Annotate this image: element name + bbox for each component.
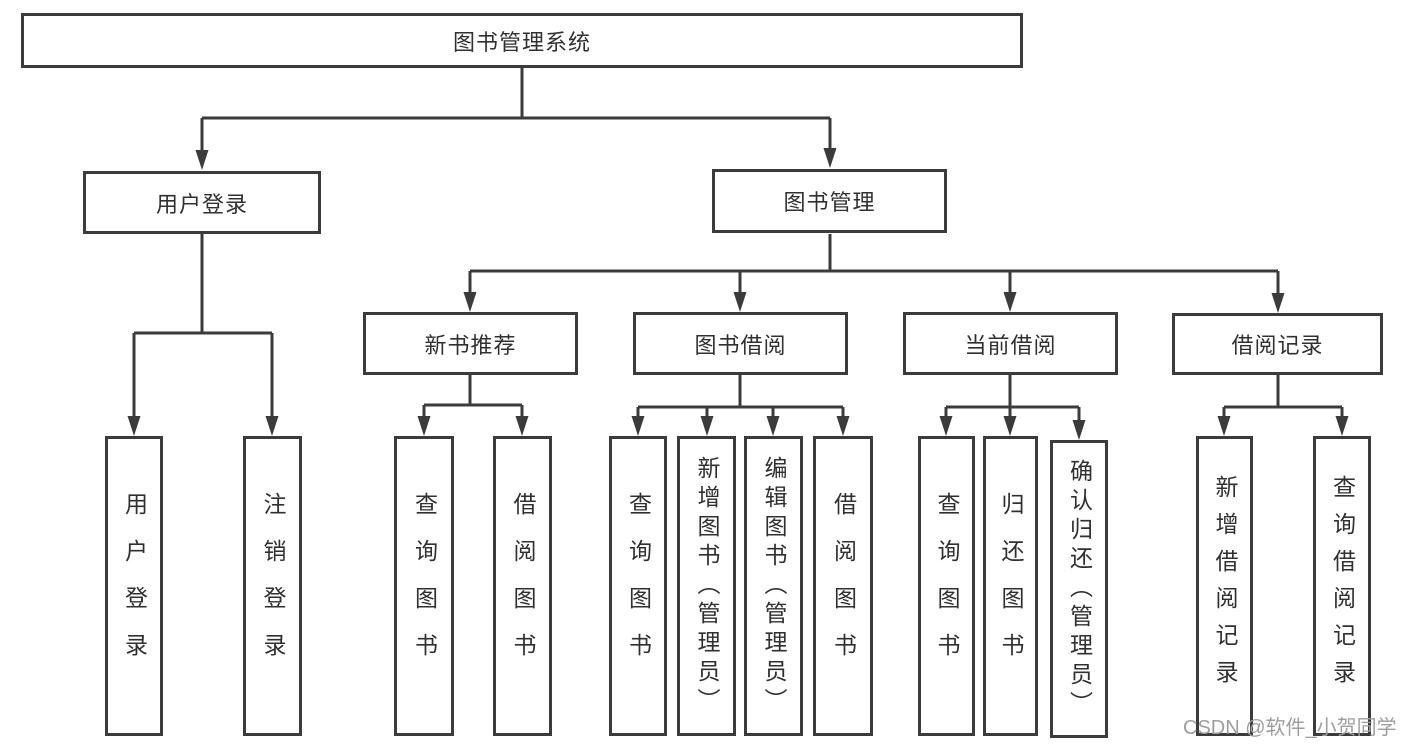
node-book-borrow: 图书借阅 <box>633 312 848 375</box>
leaf-user-login: 用户登录 <box>105 436 163 736</box>
arrowhead <box>1217 416 1231 436</box>
arrowhead <box>733 292 747 312</box>
leaf-add-book-admin: 新增图书（管理员） <box>677 436 736 736</box>
leaf-edit-book-admin: 编辑图书（管理员） <box>744 436 803 736</box>
arrowhead <box>463 292 477 312</box>
leaf-return-book: 归还图书 <box>983 436 1038 736</box>
leaf-query-book: 查询图书 <box>918 436 975 736</box>
leaf-add-borrow-record: 新增借阅记录 <box>1196 436 1253 736</box>
arrowhead <box>1003 416 1017 436</box>
arrowhead <box>1335 416 1349 436</box>
arrowhead <box>1271 293 1285 313</box>
node-user-login: 用户登录 <box>83 171 321 234</box>
node-new-book-recommend: 新书推荐 <box>363 312 578 375</box>
arrowhead <box>766 416 780 436</box>
arrowhead <box>195 150 209 170</box>
node-book-management: 图书管理 <box>712 169 947 233</box>
arrowhead <box>265 416 279 436</box>
node-root: 图书管理系统 <box>21 13 1023 68</box>
leaf-query-book: 查询图书 <box>394 436 454 736</box>
arrowhead <box>417 416 431 436</box>
arrowhead <box>631 416 645 436</box>
node-current-borrow: 当前借阅 <box>903 312 1118 375</box>
arrowhead <box>939 416 953 436</box>
arrowhead <box>700 416 714 436</box>
leaf-query-borrow-record: 查询借阅记录 <box>1313 436 1371 736</box>
arrowhead <box>823 148 837 168</box>
arrowhead <box>836 416 850 436</box>
leaf-logout: 注销登录 <box>243 436 302 736</box>
csdn-watermark: CSDN @软件_小贺同学 <box>1183 717 1397 739</box>
arrowhead <box>1003 292 1017 312</box>
arrowhead <box>127 416 141 436</box>
leaf-query-book: 查询图书 <box>609 436 667 736</box>
leaf-confirm-return-admin: 确认归还（管理员） <box>1050 440 1108 738</box>
arrowhead <box>515 416 529 436</box>
node-borrow-record: 借阅记录 <box>1172 313 1383 375</box>
arrowhead <box>1072 420 1086 440</box>
leaf-borrow-book: 借阅图书 <box>813 436 873 736</box>
leaf-borrow-book: 借阅图书 <box>493 436 552 736</box>
